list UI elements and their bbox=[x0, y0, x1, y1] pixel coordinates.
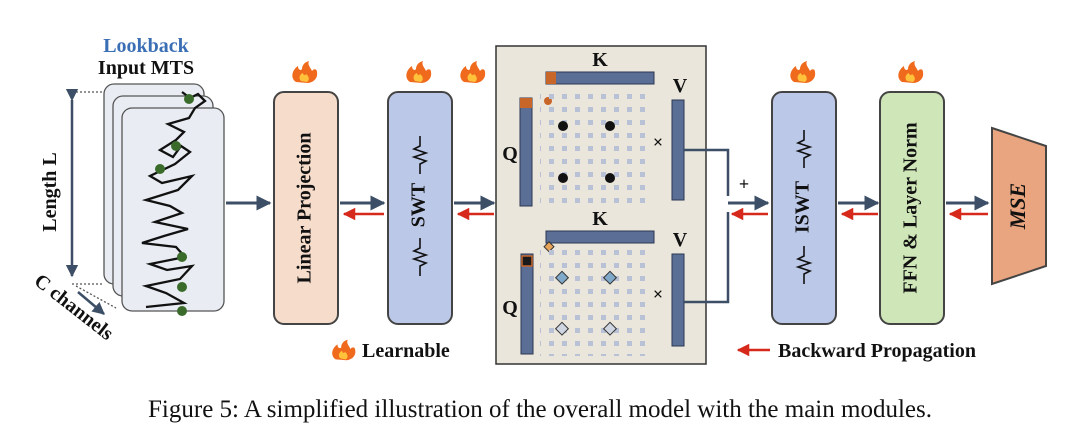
v-label: V bbox=[673, 229, 688, 251]
flame-icon bbox=[790, 61, 816, 83]
mse-label: MSE bbox=[1005, 183, 1030, 230]
caption-label: Figure 5: bbox=[148, 396, 239, 423]
iswt-label: ISWT bbox=[792, 180, 814, 233]
learnable-label: Learnable bbox=[362, 340, 450, 362]
input-mts-title: Input MTS bbox=[98, 57, 194, 79]
query-vector bbox=[519, 97, 533, 207]
ffn-box bbox=[879, 91, 945, 325]
lookback-title: Lookback bbox=[103, 35, 189, 57]
flame-icon bbox=[332, 339, 356, 361]
channels-arrow bbox=[77, 291, 105, 315]
key-vector bbox=[545, 71, 655, 85]
linear-projection-box bbox=[273, 91, 339, 325]
k-label: K bbox=[592, 49, 608, 71]
series-line bbox=[141, 91, 207, 309]
attention-matrix bbox=[540, 92, 652, 204]
query-vector bbox=[520, 253, 534, 355]
ffn-label: FFN & Layer Norm bbox=[900, 122, 922, 294]
wavelet-icon bbox=[411, 238, 429, 276]
wavelet-icon bbox=[411, 136, 429, 174]
attention-bottom: K Q × V bbox=[502, 208, 688, 356]
length-label: Length L bbox=[39, 152, 61, 231]
wavelet-icon bbox=[795, 246, 813, 284]
times-symbol: × bbox=[653, 132, 663, 152]
attention-matrix bbox=[540, 250, 652, 356]
caption-text: A simplified illustration of the overall… bbox=[243, 396, 932, 423]
flame-icon bbox=[292, 61, 318, 83]
figure-caption: Figure 5: A simplified illustration of t… bbox=[0, 396, 1080, 424]
iswt-box bbox=[771, 91, 837, 325]
plus-symbol: + bbox=[739, 174, 749, 194]
arrow-top-value-out bbox=[684, 148, 730, 196]
linear-projection-label: Linear Projection bbox=[294, 133, 316, 284]
flame-icon bbox=[406, 61, 432, 83]
arrow-bottom-value-out bbox=[684, 212, 730, 304]
value-vector bbox=[671, 99, 685, 201]
q-label: Q bbox=[502, 143, 518, 165]
flame-icon bbox=[460, 61, 486, 83]
wavelet-icon bbox=[795, 130, 813, 168]
mse-box bbox=[991, 126, 1047, 286]
k-label: K bbox=[592, 208, 608, 230]
input-series-stack bbox=[103, 83, 225, 316]
swt-box bbox=[387, 91, 453, 325]
swt-label: SWT bbox=[408, 182, 430, 227]
q-label: Q bbox=[502, 297, 518, 319]
channels-label: C channels bbox=[30, 270, 118, 345]
key-vector bbox=[545, 230, 655, 244]
backward-label: Backward Propagation bbox=[778, 340, 976, 362]
times-symbol: × bbox=[653, 284, 663, 304]
flame-icon bbox=[898, 61, 924, 83]
attention-top: K Q × V bbox=[502, 49, 688, 207]
value-vector bbox=[671, 253, 685, 347]
v-label: V bbox=[673, 75, 688, 97]
